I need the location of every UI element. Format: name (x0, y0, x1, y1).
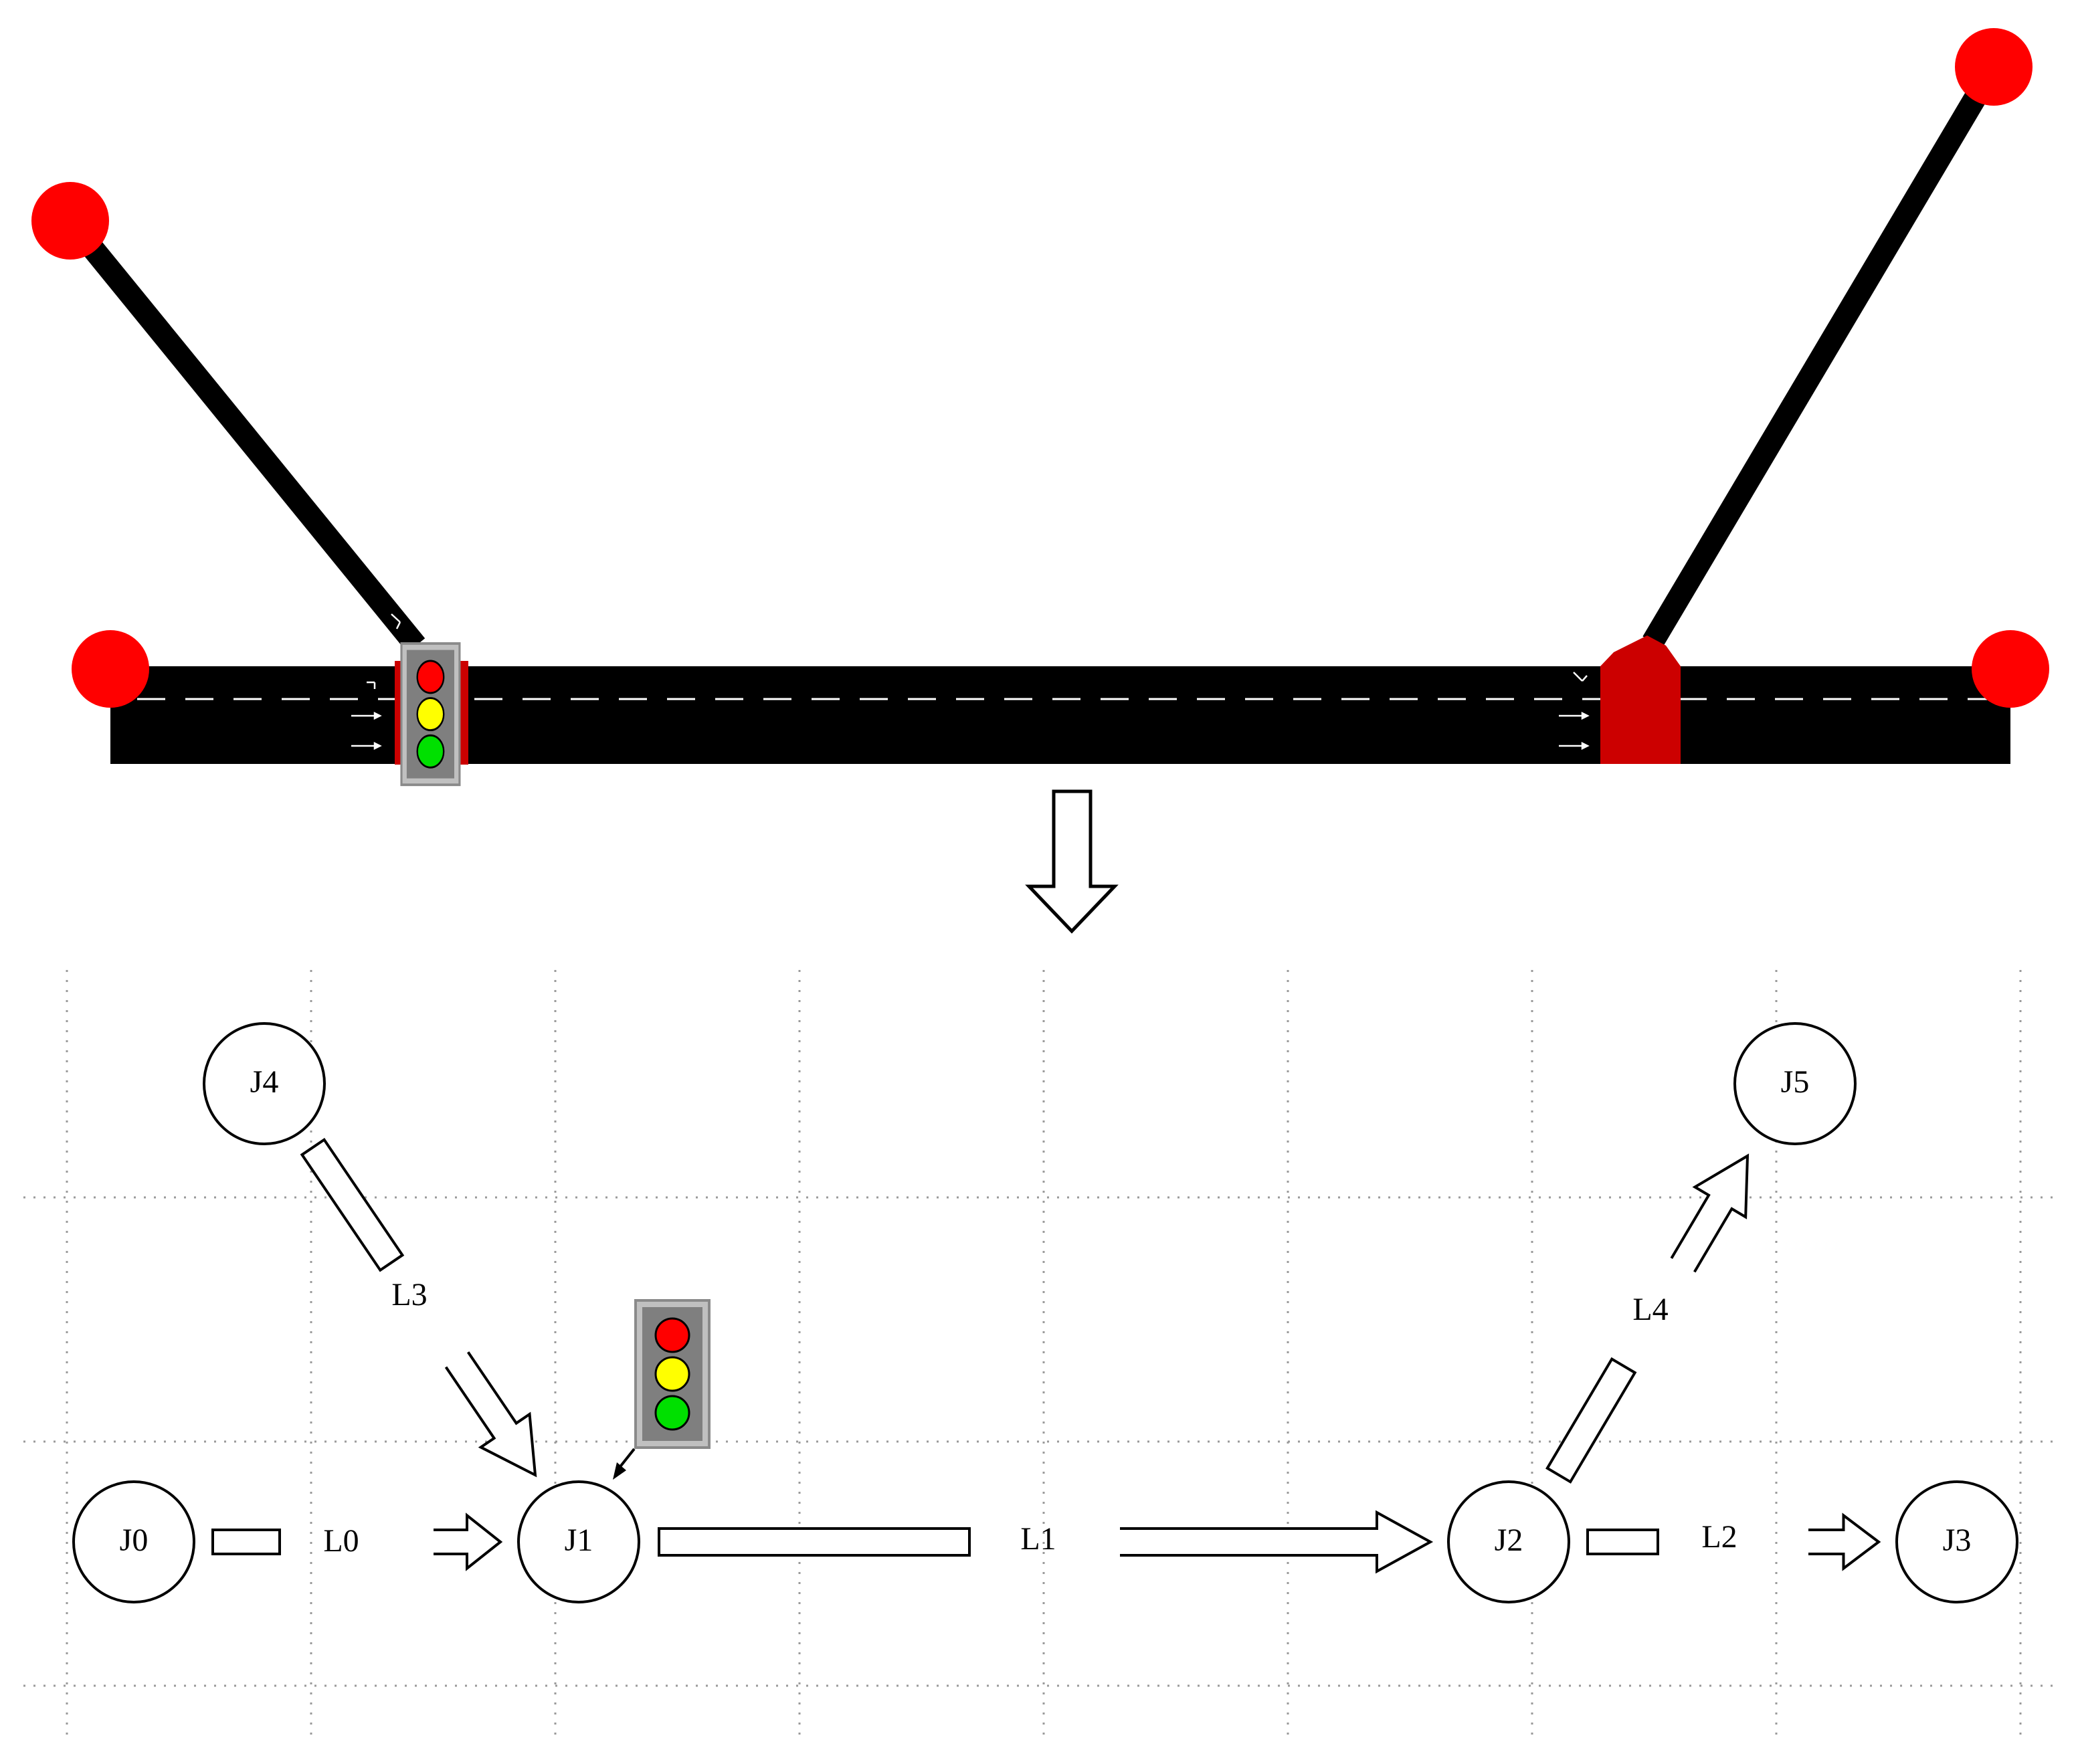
junction-label-j4: J4 (250, 1064, 279, 1100)
graph-links: L0 L1 L2 L3 L4 (211, 1138, 1881, 1574)
junction-label-j1: J1 (565, 1523, 593, 1558)
link-tail (211, 1529, 281, 1555)
junction-node-j5 (1733, 1022, 1857, 1145)
junction-label-j5: J5 (1781, 1064, 1810, 1100)
endpoint-top-right (1955, 28, 2033, 106)
graph-junctions: J0 J1 J2 J3 J4 J5 (72, 1022, 2018, 1603)
endpoint-left (72, 630, 149, 708)
link-arrow-l3 (300, 1138, 537, 1478)
link-label-l4: L4 (1632, 1292, 1668, 1327)
link-arrow-l1 (658, 1510, 1434, 1574)
side-road-left (61, 213, 426, 653)
link-arrow-l2 (1586, 1512, 1881, 1571)
link-label-l0: L0 (323, 1523, 359, 1559)
junction-area-right (1600, 635, 1681, 764)
link-head-arrow-icon (444, 1351, 537, 1478)
link-head-arrow-icon (1120, 1510, 1434, 1574)
traffic-signal-icon-map (400, 642, 461, 787)
link-head-arrow-icon (1670, 1153, 1750, 1273)
junction-node-j3 (1895, 1480, 2018, 1603)
link-arrow-l4 (1545, 1153, 1750, 1484)
junction-label-j0: J0 (120, 1523, 149, 1558)
junction-node-j2 (1447, 1480, 1570, 1603)
link-tail (1545, 1357, 1637, 1484)
endpoint-right (1972, 630, 2049, 708)
road-network-map (31, 28, 2049, 787)
junction-label-j3: J3 (1943, 1523, 1972, 1558)
link-label-l1: L1 (1020, 1521, 1056, 1557)
link-label-l2: L2 (1701, 1519, 1737, 1555)
endpoint-top-left (31, 182, 109, 260)
link-tail (658, 1527, 971, 1557)
lane-arrows-right (1559, 672, 1590, 751)
signal-pointer-arrow (618, 1448, 636, 1470)
junction-node-j1 (517, 1480, 640, 1603)
junction-node-j4 (203, 1022, 326, 1145)
link-tail (300, 1138, 405, 1272)
transform-arrow-icon (1025, 789, 1119, 934)
link-head-arrow-icon (434, 1512, 503, 1571)
link-arrow-l0 (211, 1512, 503, 1571)
link-head-arrow-icon (1808, 1512, 1881, 1571)
lane-arrows-left (351, 613, 401, 751)
junction-link-graph: L0 L1 L2 L3 L4 J0 J1 J2 J3 J4 J5 (23, 970, 2061, 1739)
link-label-l3: L3 (391, 1277, 427, 1312)
junction-label-j2: J2 (1495, 1523, 1523, 1558)
junction-node-j0 (72, 1480, 195, 1603)
link-tail (1586, 1529, 1659, 1555)
traffic-signal-graph (613, 1299, 711, 1480)
signal-pointer-arrowhead-icon (613, 1462, 626, 1480)
side-road-right (1642, 61, 2004, 648)
traffic-signal-icon (634, 1299, 711, 1449)
